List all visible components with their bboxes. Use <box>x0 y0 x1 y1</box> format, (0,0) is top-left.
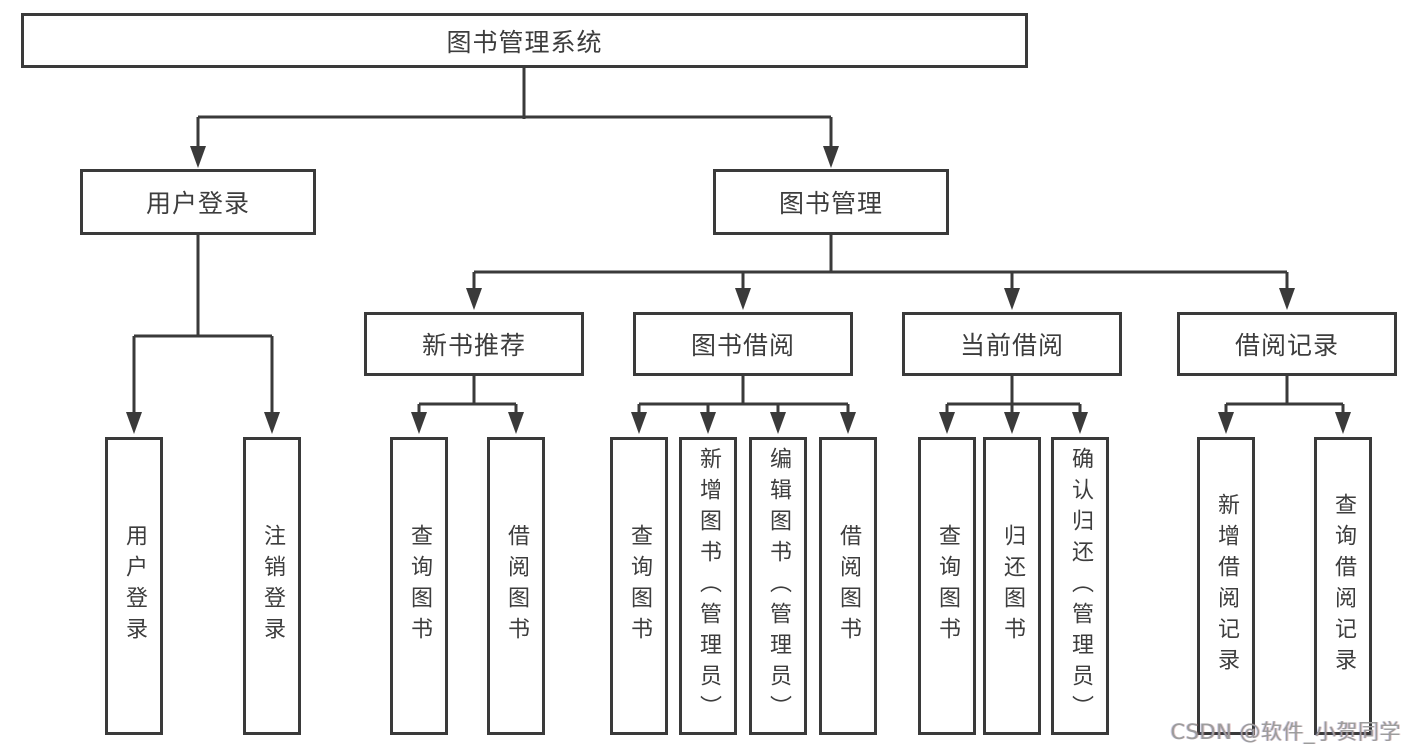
arrowhead-down-icon <box>1279 288 1295 310</box>
node-leaf-bb-borrow-books-label: 借阅图书 <box>836 524 861 648</box>
node-book-borrow: 图书借阅 <box>633 312 853 376</box>
arrowhead-down-icon <box>190 146 206 168</box>
node-root-label: 图书管理系统 <box>446 27 603 57</box>
node-leaf-cb-query-books: 查询图书 <box>918 437 976 735</box>
node-leaf-cb-confirm-return-admin-label: 确认归还（管理员） <box>1068 446 1093 726</box>
node-current-borrow-label: 当前借阅 <box>959 331 1064 360</box>
node-current-borrow: 当前借阅 <box>902 312 1122 376</box>
arrowhead-down-icon <box>823 146 839 168</box>
arrowhead-down-icon <box>126 412 142 434</box>
node-leaf-nb-query-books: 查询图书 <box>390 437 448 735</box>
node-leaf-nb-borrow-books: 借阅图书 <box>487 437 545 735</box>
node-book-management: 图书管理 <box>713 169 949 235</box>
node-user-login: 用户登录 <box>80 169 316 235</box>
arrowhead-down-icon <box>1218 412 1234 434</box>
connector-bookmgmt-to-level3 <box>472 235 1289 290</box>
arrowhead-down-icon <box>1004 288 1020 310</box>
node-leaf-bb-borrow-books: 借阅图书 <box>819 437 877 735</box>
arrowhead-down-icon <box>1004 412 1020 434</box>
node-leaf-cb-query-books-label: 查询图书 <box>935 524 960 648</box>
node-leaf-logout-label: 注销登录 <box>260 524 285 648</box>
arrowhead-down-icon <box>735 288 751 310</box>
connector-root-to-level2 <box>196 68 833 150</box>
node-leaf-br-query-record: 查询借阅记录 <box>1314 437 1372 735</box>
connector-borrowrecords-to-leaves <box>1224 376 1345 414</box>
node-new-book-recommend-label: 新书推荐 <box>421 331 526 360</box>
node-borrow-records-label: 借阅记录 <box>1234 331 1339 360</box>
connector-newbooks-to-leaves <box>417 376 518 414</box>
arrowhead-down-icon <box>840 412 856 434</box>
node-leaf-bb-add-books-admin: 新增图书（管理员） <box>679 437 737 735</box>
arrowhead-down-icon <box>631 412 647 434</box>
arrowhead-down-icon <box>508 412 524 434</box>
connector-currentborrow-to-leaves <box>945 376 1082 414</box>
node-root: 图书管理系统 <box>21 13 1028 68</box>
connector-bookborrow-to-leaves <box>637 376 850 414</box>
arrowhead-down-icon <box>466 288 482 310</box>
node-book-management-label: 图书管理 <box>778 189 883 218</box>
node-leaf-bb-query-books: 查询图书 <box>610 437 668 735</box>
node-user-login-label: 用户登录 <box>145 189 250 218</box>
node-leaf-br-query-record-label: 查询借阅记录 <box>1331 493 1356 679</box>
node-new-book-recommend: 新书推荐 <box>364 312 584 376</box>
node-leaf-br-add-record: 新增借阅记录 <box>1197 437 1255 735</box>
node-leaf-user-login-label: 用户登录 <box>122 524 147 648</box>
node-leaf-bb-query-books-label: 查询图书 <box>627 524 652 648</box>
arrowhead-down-icon <box>939 412 955 434</box>
node-leaf-logout: 注销登录 <box>243 437 301 735</box>
csdn-watermark: CSDN @软件_小贺同学 <box>1170 720 1401 744</box>
node-leaf-br-add-record-label: 新增借阅记录 <box>1214 493 1239 679</box>
arrowhead-down-icon <box>1072 412 1088 434</box>
node-borrow-records: 借阅记录 <box>1177 312 1397 376</box>
connector-userlogin-to-leaves <box>132 235 274 414</box>
arrowhead-down-icon <box>1335 412 1351 434</box>
arrowhead-down-icon <box>411 412 427 434</box>
arrowhead-down-icon <box>264 412 280 434</box>
node-leaf-bb-add-books-admin-label: 新增图书（管理员） <box>696 446 721 726</box>
node-leaf-nb-borrow-books-label: 借阅图书 <box>504 524 529 648</box>
node-leaf-cb-confirm-return-admin: 确认归还（管理员） <box>1051 437 1109 735</box>
node-leaf-bb-edit-books-admin: 编辑图书（管理员） <box>749 437 807 735</box>
node-leaf-user-login: 用户登录 <box>105 437 163 735</box>
node-leaf-bb-edit-books-admin-label: 编辑图书（管理员） <box>766 446 791 726</box>
node-book-borrow-label: 图书借阅 <box>690 331 795 360</box>
node-leaf-cb-return-books-label: 归还图书 <box>1000 524 1025 648</box>
node-leaf-cb-return-books: 归还图书 <box>983 437 1041 735</box>
node-leaf-nb-query-books-label: 查询图书 <box>407 524 432 648</box>
arrowhead-down-icon <box>770 412 786 434</box>
arrowhead-down-icon <box>700 412 716 434</box>
